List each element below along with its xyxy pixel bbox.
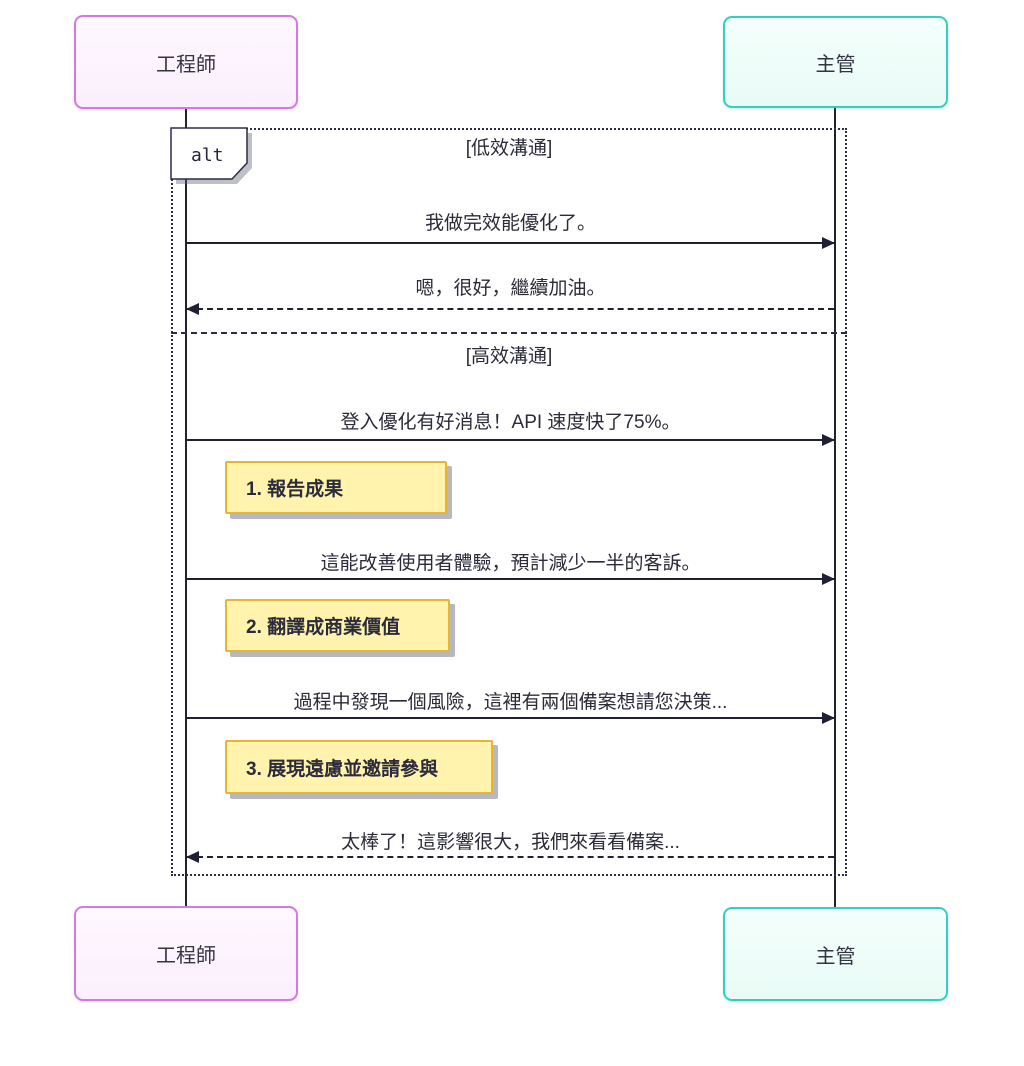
note-2: 2. 翻譯成商業價值 — [225, 599, 450, 652]
arrowhead-right-icon — [822, 237, 835, 249]
message-label: 登入優化有好消息！API 速度快了75%。 — [340, 412, 681, 433]
arrowhead-left-icon — [186, 303, 199, 315]
message-label: 這能改善使用者體驗，預計減少一半的客訴。 — [320, 553, 701, 574]
message-arrow-left — [186, 303, 834, 315]
alt-frame-tag: alt — [170, 127, 252, 184]
note-1: 1. 報告成果 — [225, 461, 447, 514]
actor-manager-bottom: 主管 — [723, 907, 948, 1001]
actor-engineer-bottom: 工程師 — [74, 906, 298, 1001]
alt-frame — [171, 128, 847, 876]
arrowhead-right-icon — [822, 573, 835, 585]
alt-tag-label: alt — [191, 145, 224, 166]
arrowhead-right-icon — [822, 434, 835, 446]
alt-condition-1: [低效溝通] — [465, 138, 553, 159]
actor-engineer-label: 工程師 — [156, 53, 216, 76]
arrowhead-right-icon — [822, 712, 835, 724]
alt-tag-shape — [170, 127, 248, 180]
message-label: 太棒了！這影響很大，我們來看看備案... — [341, 832, 680, 853]
actor-manager-top: 主管 — [723, 16, 948, 108]
lifeline-engineer — [185, 109, 187, 906]
actor-manager-label: 主管 — [815, 53, 856, 76]
arrowhead-left-icon — [186, 851, 199, 863]
alt-divider — [171, 332, 847, 334]
message-arrow-right — [187, 573, 835, 585]
note-3: 3. 展現遠慮並邀請參與 — [225, 740, 493, 794]
message-arrow-right — [187, 434, 835, 446]
message-label: 過程中發現一個風險，這裡有兩個備案想請您決策... — [293, 692, 728, 713]
message-arrow-left — [186, 851, 834, 863]
actor-engineer-label: 工程師 — [156, 945, 216, 967]
actor-engineer-top: 工程師 — [74, 15, 298, 109]
message-label: 我做完效能優化了。 — [424, 213, 596, 234]
lifeline-manager — [834, 108, 836, 907]
alt-condition-2: [高效溝通] — [465, 346, 553, 367]
message-label: 嗯，很好，繼續加油。 — [415, 278, 606, 299]
actor-manager-label: 主管 — [815, 945, 856, 968]
message-arrow-right — [187, 712, 835, 724]
message-arrow-right — [187, 237, 835, 249]
